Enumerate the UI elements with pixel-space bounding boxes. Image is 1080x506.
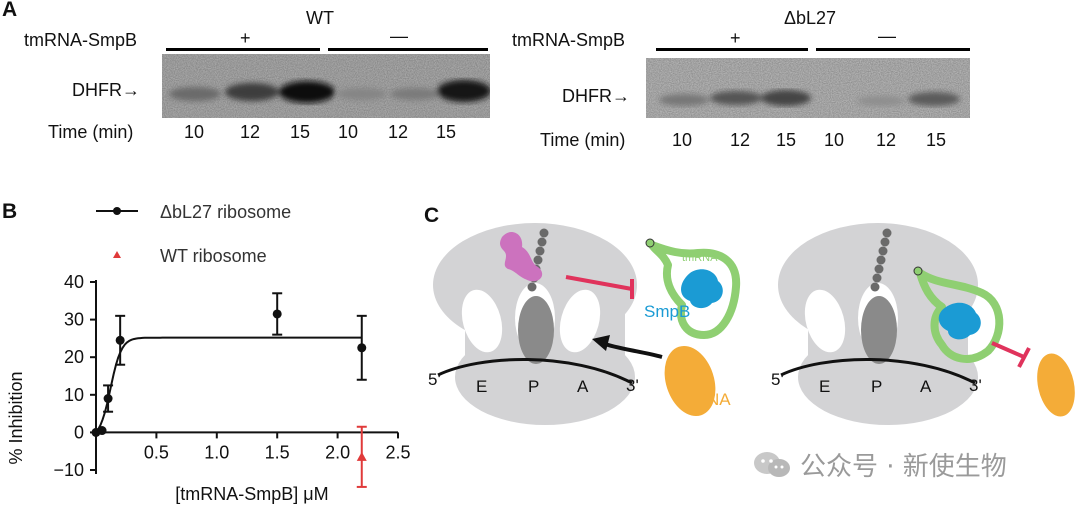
wt-time-6: 15 [436, 122, 457, 142]
x-tick-label: 1.0 [204, 442, 229, 462]
mut-title: ΔbL27 [784, 8, 837, 28]
y-tick-label: −10 [53, 460, 84, 480]
left-inhibition-line [565, 275, 633, 291]
wt-time-4: 10 [338, 122, 359, 142]
x-axis-label: [tmRNA-SmpB] μM [175, 484, 328, 504]
mut-dhfr-label: DHFR→ [562, 86, 630, 106]
incoming-trna [664, 345, 716, 417]
right-site-p: P [871, 377, 882, 396]
inhibition-chart: ΔbL27 ribosome WT ribosome −10010203040 … [6, 202, 411, 504]
legend-mut-label: ΔbL27 ribosome [160, 202, 291, 222]
wt-time-1: 10 [184, 122, 205, 142]
wt-plus-sign: + [240, 28, 251, 48]
watermark-text: 公众号 · 新使生物 [800, 452, 1007, 482]
wt-dhfr-label: DHFR→ [72, 80, 140, 100]
right-site-a: A [920, 377, 932, 396]
data-point-mut [272, 309, 282, 319]
left-a-slot [559, 289, 601, 353]
mut-plus-bar [656, 48, 808, 51]
y-tick-label: 30 [64, 310, 84, 330]
mut-tmrna-label: tmRNA-SmpB [512, 30, 626, 50]
entry-arrow-head [592, 335, 610, 351]
x-tick-label: 2.0 [325, 442, 350, 462]
wt-time-3: 15 [290, 122, 311, 142]
panel-b-letter: B [2, 200, 18, 223]
right-three-prime: 3' [969, 376, 982, 395]
right-site-e: E [819, 377, 830, 396]
tmrna-complex [648, 241, 741, 339]
left-three-prime: 3' [626, 376, 639, 395]
data-point-wt [356, 451, 367, 461]
mut-time-6: 15 [926, 130, 947, 150]
right-mrna [780, 357, 976, 385]
left-p-trna [518, 296, 554, 364]
legend-wt-marker [113, 251, 121, 258]
fit-curve [95, 336, 362, 433]
wt-time-label: Time (min) [48, 122, 134, 142]
y-tick-label: 0 [74, 422, 84, 442]
right-smpb-protein [938, 302, 981, 340]
y-tick-label: 40 [64, 272, 84, 292]
left-five-prime: 5' [428, 370, 441, 389]
wt-gel-image [162, 54, 490, 118]
left-mrna [437, 357, 633, 385]
smpb-protein [681, 269, 723, 309]
y-tick-label: 20 [64, 347, 84, 367]
mut-time-1: 10 [672, 130, 693, 150]
right-tmrna-complex [916, 269, 1004, 363]
right-five-prime: 5' [771, 370, 784, 389]
mut-time-3: 15 [776, 130, 797, 150]
right-tmrna-end [913, 266, 923, 276]
right-p-trna [861, 296, 897, 364]
trna-label: tRNA [690, 390, 731, 409]
watermark: 公众号 · 新使生物 [752, 446, 1007, 483]
legend-wt-label: WT ribosome [160, 246, 267, 266]
wt-time-2: 12 [240, 122, 261, 142]
right-inhibition-line [991, 341, 1025, 359]
mut-time-label: Time (min) [540, 130, 626, 150]
mechanism-diagram: 5' 3' E P A tmRNA SmpB tRNA 5' 3' E P A [428, 223, 1075, 425]
panel-c-letter: C [424, 204, 440, 227]
data-point-mut [357, 343, 367, 353]
x-tick-label: 2.5 [385, 442, 410, 462]
mut-time-5: 12 [876, 130, 897, 150]
wechat-icon [754, 451, 790, 477]
y-axis-label: % Inhibition [6, 371, 26, 464]
data-point-mut [115, 335, 125, 345]
right-e-slot [804, 289, 846, 353]
x-tick-label: 0.5 [144, 442, 169, 462]
mut-plus-sign: + [730, 28, 741, 48]
data-point-mut [103, 394, 113, 404]
wt-tmrna-label: tmRNA-SmpB [24, 30, 138, 50]
left-site-e: E [476, 377, 487, 396]
mut-gel-image [646, 58, 970, 118]
legend-mut-marker [113, 207, 121, 215]
left-site-p: P [528, 377, 539, 396]
left-stalled-peptide [500, 232, 543, 282]
wt-minus-sign: — [390, 26, 408, 46]
y-tick-label: 10 [64, 385, 84, 405]
left-e-slot [461, 289, 503, 353]
right-peptide-chain [870, 228, 892, 292]
mut-time-2: 12 [730, 130, 751, 150]
tmrna-end [645, 238, 655, 248]
mut-time-4: 10 [824, 130, 845, 150]
wt-minus-bar [328, 48, 488, 51]
mut-minus-bar [816, 48, 970, 51]
right-inhibition-cap [1017, 347, 1031, 368]
wt-title: WT [306, 8, 334, 28]
smpb-label: SmpB [644, 302, 690, 321]
blocked-trna [1037, 353, 1075, 417]
x-tick-label: 1.5 [265, 442, 290, 462]
mut-minus-sign: — [878, 26, 896, 46]
wt-plus-bar [166, 48, 320, 51]
tmrna-label: tmRNA [682, 252, 718, 264]
wt-time-5: 12 [388, 122, 409, 142]
panel-a-letter: A [2, 0, 18, 21]
data-point-mut [97, 426, 107, 436]
left-site-a: A [577, 377, 589, 396]
